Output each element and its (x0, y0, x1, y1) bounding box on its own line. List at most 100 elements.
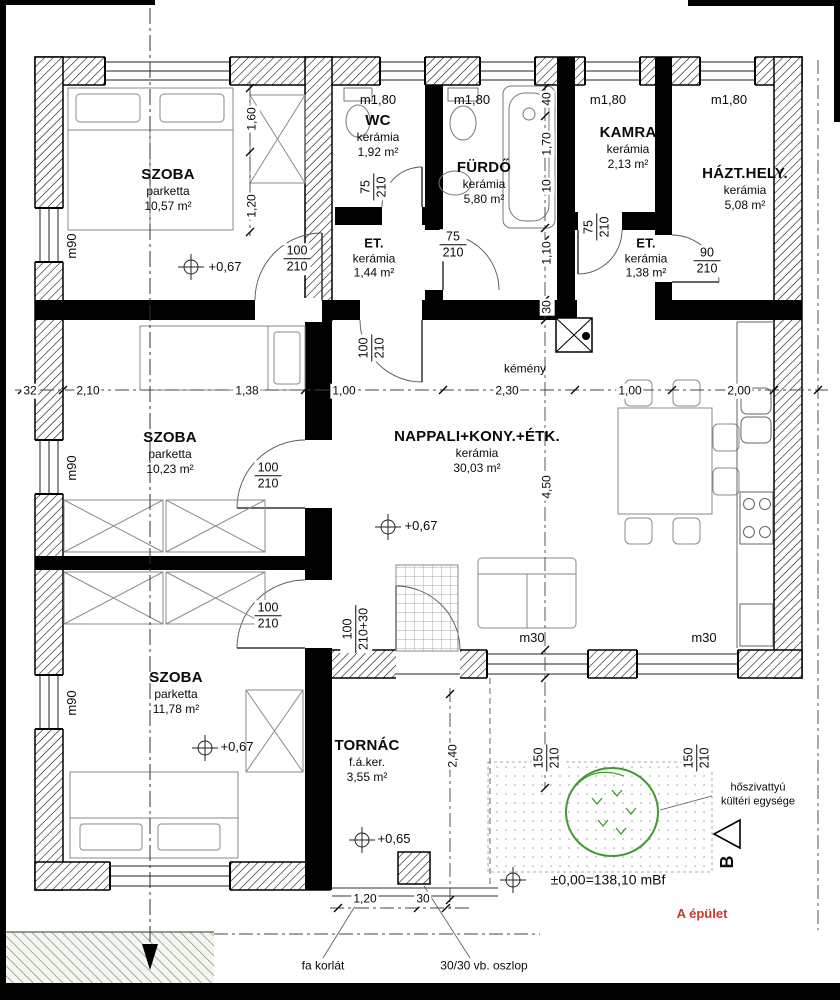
door-size-szoba1: 100 210 (283, 243, 311, 275)
door-height: 210 (596, 213, 613, 241)
door-height: 210 (693, 260, 721, 277)
door-width: 75 (439, 229, 467, 245)
room-label-hazthely: HÁZT.HELY. kerámia 5,08 m² (702, 165, 788, 213)
room-area: 1,44 m² (353, 265, 395, 280)
room-finish: kerámia (624, 251, 668, 266)
level-szoba3: +0,67 (220, 739, 254, 755)
room-finish: kerámia (606, 142, 650, 157)
room-name: KAMRA (599, 124, 657, 142)
door-width: 100 (340, 604, 356, 654)
room-area: 11,78 m² (152, 702, 200, 717)
room-finish: f.á.ker. (348, 755, 386, 770)
dim-bath-3: 1,10 (539, 239, 555, 267)
dim-main-4: 2,30 (493, 383, 521, 399)
room-area: 30,03 m² (453, 461, 501, 476)
door-height: 210 (373, 173, 390, 201)
room-label-tornac: TORNÁC f.á.ker. 3,55 m² (334, 737, 399, 785)
room-finish: kerámia (723, 183, 767, 198)
dim-bath-5: 4,50 (539, 473, 555, 501)
datum-label: ±0,00=138,10 mBf (550, 871, 666, 888)
door-size-terrace-right: 150 210 (681, 744, 713, 772)
room-finish: kerámia (455, 446, 499, 461)
room-area: 5,80 m² (463, 192, 505, 207)
fixtures (343, 85, 556, 229)
room-label-et1: ET. kerámia 1,44 m² (353, 235, 396, 280)
room-name: ET. (636, 235, 656, 251)
sill-szoba1-window: m90 (64, 233, 80, 259)
door-width: 100 (283, 243, 311, 259)
chimney-label: kémény (503, 361, 547, 376)
dim-main-2: 1,38 (233, 383, 261, 399)
door-size-furdo: 75 210 (439, 229, 467, 261)
door-width: 75 (581, 213, 597, 241)
chimney (555, 317, 593, 353)
sill-kamra: m1,80 (589, 92, 627, 108)
dim-bath-4: 30 (539, 298, 555, 316)
room-area: 10,57 m² (144, 199, 192, 214)
door-size-entrance: 100 210+30 (340, 604, 372, 654)
dim-bottom-1: 30 (414, 891, 432, 907)
dim-bottom-0: 1,20 (351, 891, 379, 907)
sill-szoba3-window: m90 (64, 690, 80, 716)
door-height: 210+30 (355, 604, 372, 654)
dim-bath-1: 1,70 (539, 130, 555, 158)
door-size-terrace-left: 150 210 (531, 744, 563, 772)
door-width: 150 (681, 744, 697, 772)
sill-hazt: m1,80 (710, 92, 748, 108)
level-marks (178, 254, 526, 893)
sill-szoba2-window: m90 (64, 455, 80, 481)
sill-terrace-right: m30 (691, 630, 717, 646)
room-finish: kerámia (356, 130, 400, 145)
door-height: 210 (371, 334, 388, 362)
door-width: 75 (358, 173, 374, 201)
door-width: 150 (531, 744, 547, 772)
room-finish: parketta (154, 687, 198, 702)
sill-terrace-left: m30 (519, 630, 545, 646)
room-name: HÁZT.HELY. (702, 165, 788, 183)
door-openings (255, 205, 672, 648)
room-label-szoba3: SZOBA parketta 11,78 m² (149, 669, 203, 717)
door-size-hazt: 90 210 (693, 245, 721, 277)
sill-furdo: m1,80 (453, 92, 491, 108)
room-name: SZOBA (143, 429, 197, 447)
column-label: 30/30 vb. oszlop (440, 958, 528, 973)
door-width: 100 (356, 334, 372, 362)
room-label-wc: WC kerámia 1,92 m² (357, 112, 400, 160)
room-name: WC (365, 112, 391, 130)
dim-szoba1-0: 1,60 (244, 105, 260, 133)
door-size-szoba3: 100 210 (254, 600, 282, 632)
concrete-column (397, 851, 431, 885)
room-name: SZOBA (149, 669, 203, 687)
room-area: 2,13 m² (607, 157, 649, 172)
section-b-marker (712, 818, 741, 850)
room-area: 5,08 m² (724, 198, 766, 213)
windows (35, 57, 756, 890)
room-finish: parketta (148, 447, 192, 462)
room-area: 1,92 m² (357, 145, 399, 160)
room-area: 10,23 m² (146, 462, 194, 477)
dim-main-0: 32 (21, 383, 39, 399)
dim-szoba1-1: 1,20 (244, 192, 260, 220)
room-name: NAPPALI+KONY.+ÉTK. (394, 428, 560, 446)
room-name: SZOBA (141, 166, 195, 184)
dim-bath-0: 40 (539, 90, 555, 108)
room-label-szoba1: SZOBA parketta 10,57 m² (141, 166, 195, 214)
door-height: 210 (254, 475, 282, 492)
room-finish: parketta (146, 184, 190, 199)
door-size-szoba2: 100 210 (254, 460, 282, 492)
level-nappali: +0,67 (404, 518, 438, 534)
door-height: 210 (283, 258, 311, 275)
site-terrain (0, 931, 214, 984)
dim-main-5: 1,00 (616, 383, 644, 399)
kitchen-counter (736, 321, 774, 648)
room-label-kamra: KAMRA kerámia 2,13 m² (600, 124, 657, 172)
dimension-lines (15, 8, 828, 970)
door-size-wc: 75 210 (358, 173, 390, 201)
heatpump-label-line1: hőszivattyú (730, 781, 786, 794)
door-height: 210 (696, 744, 713, 772)
door-width: 100 (254, 460, 282, 476)
building-label: A épület (676, 906, 728, 922)
dim-main-3: 1,00 (330, 383, 358, 399)
